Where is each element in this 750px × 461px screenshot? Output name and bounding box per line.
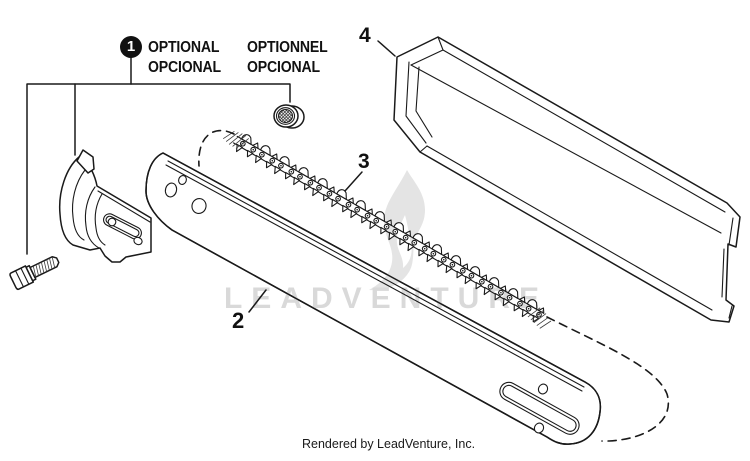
watermark-text: LEADVENTURE bbox=[224, 282, 548, 315]
bar-cover[interactable] bbox=[393, 36, 741, 323]
chain-end-fade-left bbox=[222, 130, 250, 149]
optional-nut[interactable] bbox=[273, 104, 305, 129]
leader-lines bbox=[248, 40, 396, 313]
optional-label-fr: OPTIONNEL bbox=[247, 39, 328, 56]
part-label-4-cover[interactable]: 4 bbox=[359, 24, 371, 47]
optional-label-pt: OPCIONAL bbox=[247, 59, 320, 76]
chain-end-fade-right bbox=[527, 307, 552, 329]
part-label-3-chain[interactable]: 3 bbox=[358, 150, 370, 173]
saw-chain[interactable] bbox=[220, 125, 556, 331]
guide-bar[interactable] bbox=[145, 152, 602, 445]
optional-bolt[interactable] bbox=[9, 252, 61, 291]
optional-label-es: OPCIONAL bbox=[148, 59, 221, 76]
optional-badge-1[interactable]: 1 bbox=[120, 36, 142, 58]
part-label-2-guide-bar[interactable]: 2 bbox=[232, 308, 245, 333]
footer-credit: Rendered by LeadVenture, Inc. bbox=[302, 437, 476, 451]
chain-loop-dashed bbox=[198, 129, 670, 442]
optional-label-en: OPTIONAL bbox=[148, 39, 220, 56]
optional-callout-lines bbox=[26, 56, 291, 255]
optional-bracket[interactable] bbox=[58, 149, 152, 263]
